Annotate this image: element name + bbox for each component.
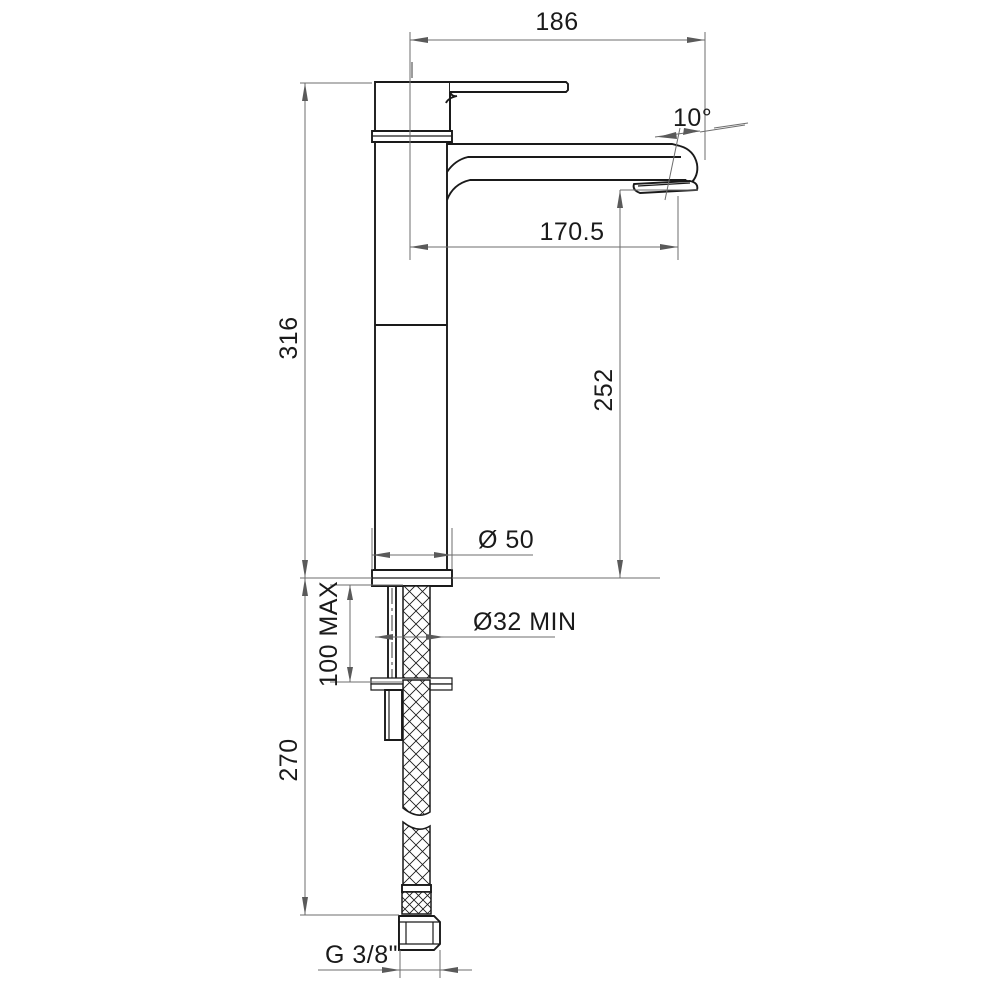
dim-label-d50: Ø 50 xyxy=(478,526,534,554)
arrow-1705-left xyxy=(410,244,428,250)
dimension-overall-height: 316 xyxy=(275,82,372,579)
body-column xyxy=(374,141,448,579)
dimension-base-diameter: Ø 50 xyxy=(371,526,534,570)
dim-label-100max: 100 MAX xyxy=(315,581,343,687)
arrow-thread-right xyxy=(440,967,458,973)
arrow-252-bottom xyxy=(617,560,623,578)
arrow-d32-left xyxy=(375,634,393,640)
flex-hose-lower xyxy=(402,820,431,886)
faucet-body-group xyxy=(371,81,699,587)
dimension-spout-angle: 10° xyxy=(654,104,749,201)
hex-nut-body xyxy=(398,915,441,951)
angle-ext-slanted xyxy=(664,127,681,201)
arrow-316-top xyxy=(302,83,308,101)
dimension-mounting-hole: Ø32 MIN xyxy=(375,608,577,640)
spout-lower-curve xyxy=(446,179,686,201)
arrow-186-right xyxy=(687,37,705,43)
flex-hose-upper xyxy=(402,679,431,816)
arrow-d32-right xyxy=(426,634,444,640)
threaded-shank-upper xyxy=(402,585,431,681)
dim-label-316: 316 xyxy=(275,316,303,359)
fixing-nut-sleeve xyxy=(384,689,403,741)
arrow-angle-left xyxy=(658,132,677,139)
dim-label-186: 186 xyxy=(535,8,578,36)
dim-label-angle: 10° xyxy=(673,104,712,132)
arrow-d50-left xyxy=(372,552,390,558)
hose-crimp-band-top xyxy=(401,884,432,893)
dimension-spout-outlet-height: 252 xyxy=(452,189,698,579)
arrow-186-left xyxy=(410,37,428,43)
arrow-thread-left xyxy=(382,967,400,973)
arrow-100max-bottom xyxy=(347,667,353,682)
arrow-316-bottom xyxy=(302,560,308,578)
arrow-100max-top xyxy=(347,585,353,600)
arrow-270-top xyxy=(302,578,308,596)
mounting-assembly-group xyxy=(370,585,453,951)
dim-label-thread: G 3/8" xyxy=(325,941,398,969)
dimension-spout-outlet-reach: 170.5 xyxy=(409,196,679,260)
dimension-spout-reach-overall: 186 xyxy=(409,8,706,200)
lever-handle-block xyxy=(374,81,451,132)
arrow-d50-right xyxy=(434,552,452,558)
spout-nose-outer xyxy=(679,145,699,186)
dimension-max-deck-thickness: 100 MAX xyxy=(315,581,403,687)
lever-handle-notch xyxy=(445,91,458,104)
dim-label-1705: 170.5 xyxy=(539,218,604,246)
label-thread-size: G 3/8" xyxy=(318,941,472,978)
lever-handle-arm xyxy=(450,81,569,93)
arrow-angle-right xyxy=(683,128,700,135)
dim-label-d32: Ø32 MIN xyxy=(473,608,577,636)
spout-top-edge xyxy=(447,143,681,147)
arrow-270-bottom xyxy=(302,897,308,915)
arrow-252-top xyxy=(617,190,623,208)
angle-ext-upper xyxy=(713,122,749,129)
dim-label-252: 252 xyxy=(590,368,618,411)
dim-label-270: 270 xyxy=(275,738,303,781)
aerator-inner-line xyxy=(637,182,691,187)
hose-crimp-ferrule xyxy=(401,891,432,915)
spout-inner-upper-curve xyxy=(446,156,681,173)
angle-leader-right xyxy=(699,124,746,133)
dimension-hose-length: 270 xyxy=(275,577,399,916)
arrow-1705-right xyxy=(660,244,678,250)
